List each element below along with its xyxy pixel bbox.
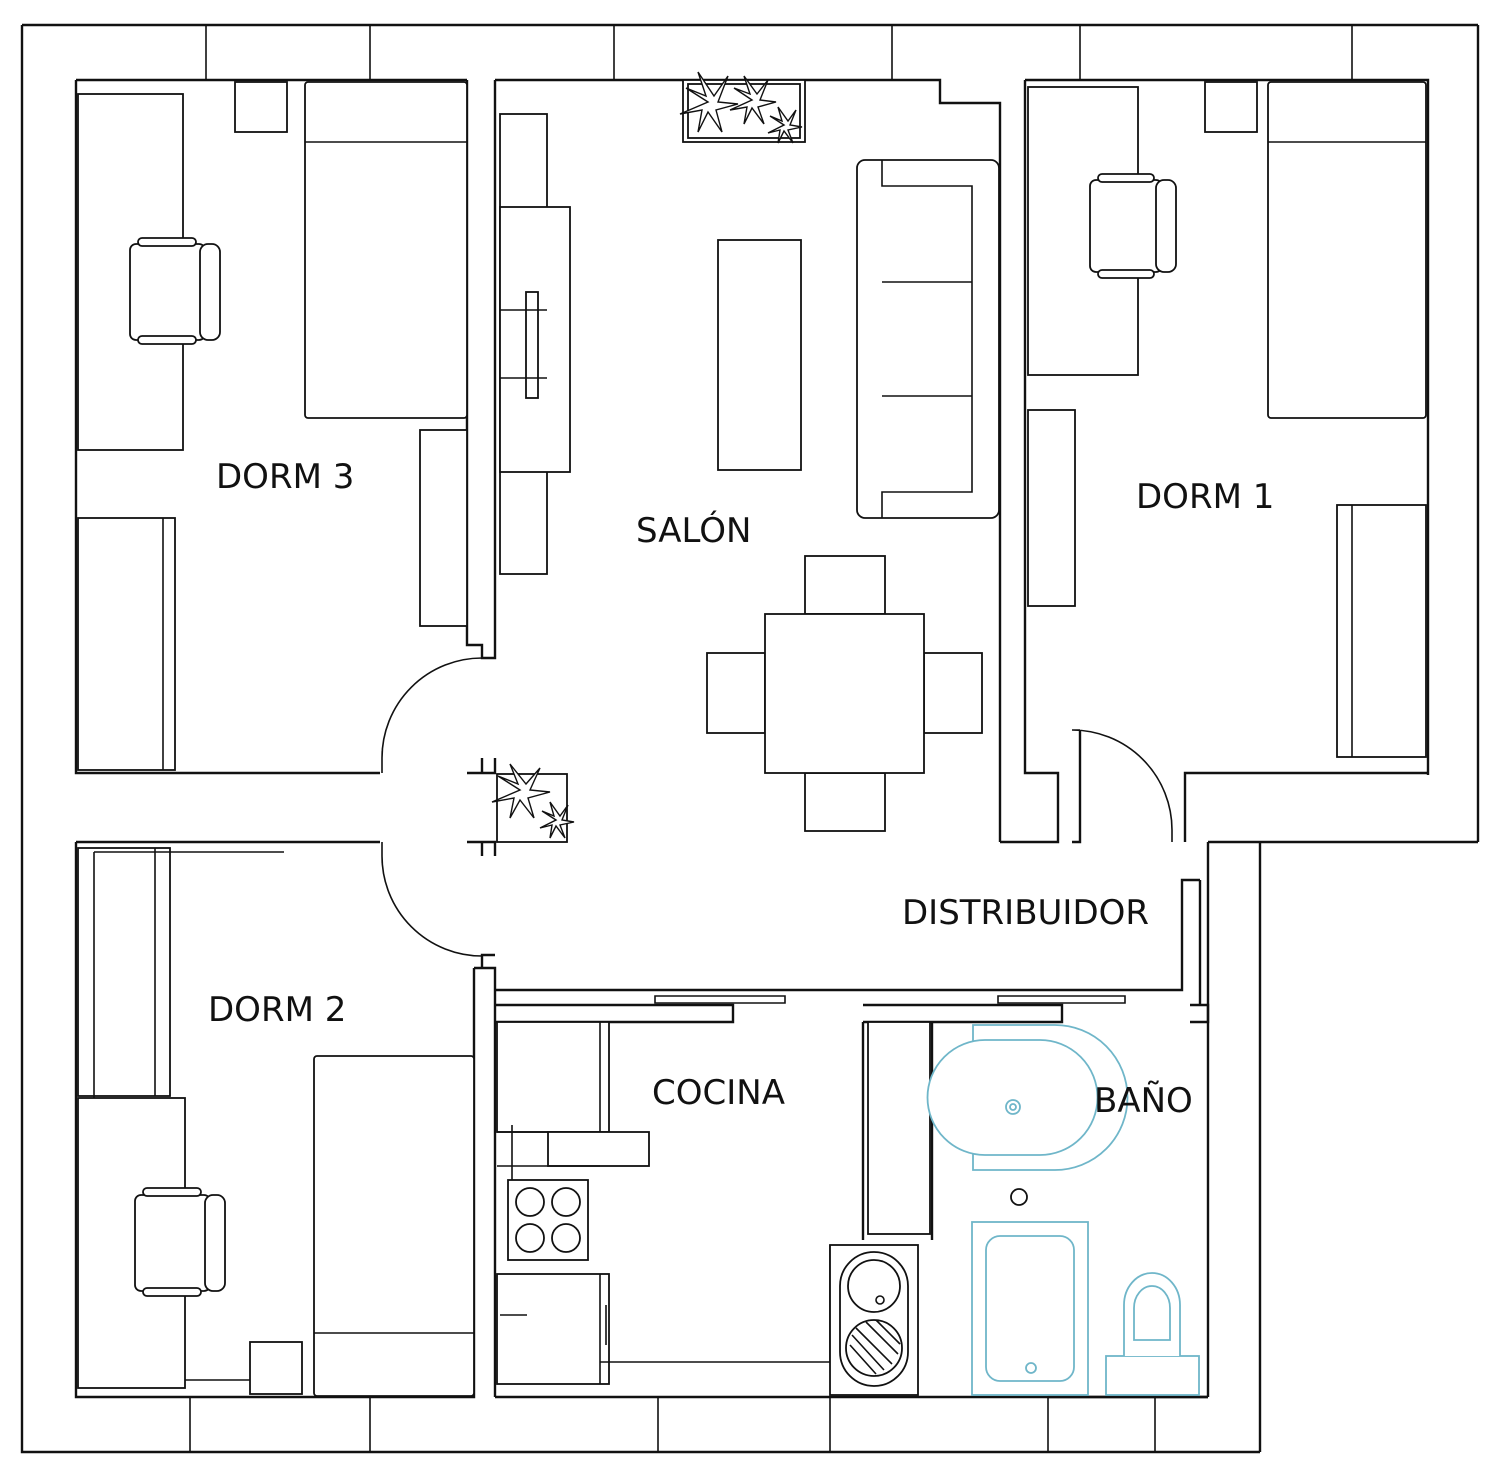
desk-chair-icon	[1089, 173, 1177, 279]
plant-icon	[729, 75, 777, 125]
dorm2-furniture	[77, 847, 475, 1397]
room-label-dorm1: DORM 1	[1136, 477, 1274, 517]
room-label-bano: BAÑO	[1094, 1081, 1193, 1121]
washbasin-icon	[926, 1024, 1129, 1171]
room-label-dorm3: DORM 3	[216, 457, 354, 497]
salon-furniture	[491, 71, 1000, 843]
cooktop-icon	[507, 1179, 589, 1261]
plant-icon	[539, 801, 575, 839]
room-label-dorm2: DORM 2	[208, 990, 346, 1030]
sink-icon	[829, 1244, 919, 1396]
dorm3-furniture	[77, 81, 468, 771]
sofa-icon	[856, 159, 1000, 519]
plant-icon	[767, 106, 803, 144]
desk-chair-icon	[129, 237, 221, 345]
bathroom-fixtures	[926, 1024, 1200, 1396]
kitchen-furniture	[496, 1021, 931, 1396]
interior-walls	[74, 80, 1428, 1399]
exterior-walls	[20, 23, 1480, 1454]
room-label-salon: SALÓN	[636, 510, 751, 551]
dining-table-icon	[706, 555, 983, 832]
room-labels: DORM 3 SALÓN DORM 1 DISTRIBUIDOR DORM 2 …	[208, 457, 1274, 1121]
room-label-distribuidor: DISTRIBUIDOR	[902, 893, 1149, 933]
desk-chair-icon	[134, 1187, 226, 1297]
dorm1-furniture	[1027, 81, 1427, 758]
toilet-icon	[1105, 1272, 1200, 1396]
doors	[381, 657, 1173, 957]
plant-icon	[679, 71, 739, 133]
plant-icon	[491, 763, 551, 819]
room-label-cocina: COCINA	[652, 1073, 785, 1113]
bathtub-icon	[971, 1221, 1089, 1396]
